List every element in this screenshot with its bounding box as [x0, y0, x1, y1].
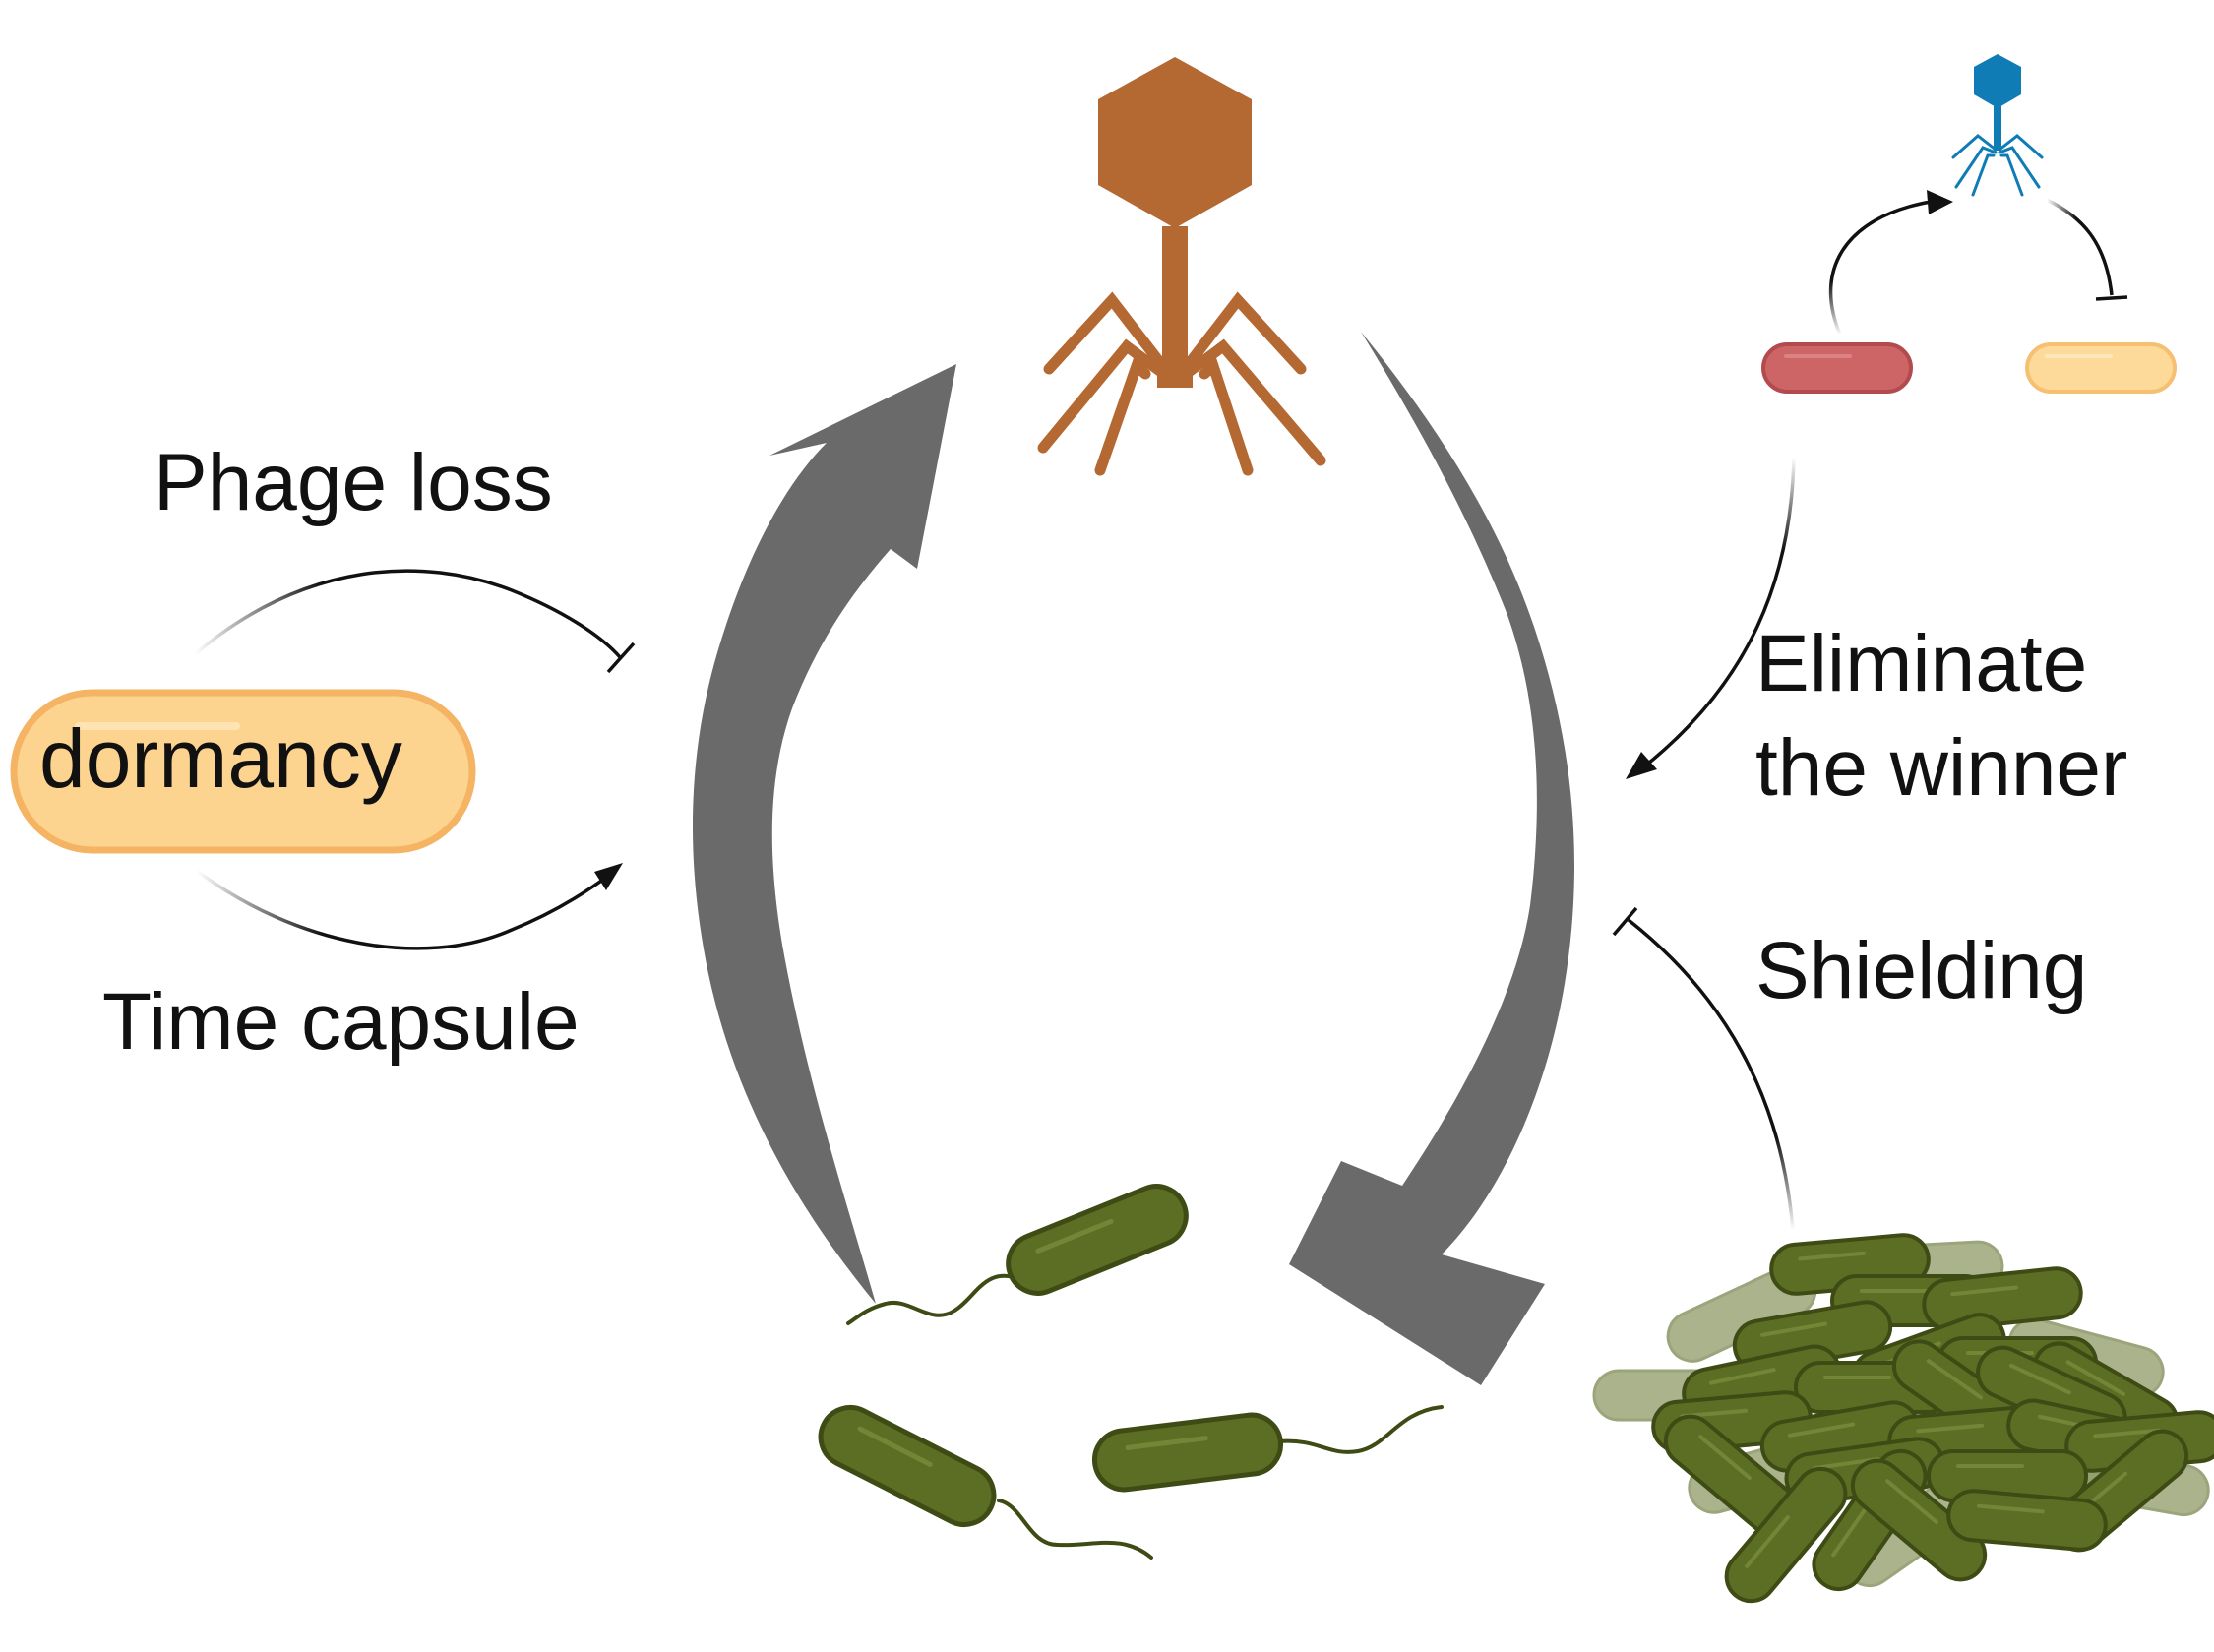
- bacterium-bottom-left: [811, 1397, 1153, 1560]
- time-capsule-label: Time capsule: [102, 977, 580, 1067]
- phage-main-icon: [1037, 57, 1326, 476]
- red-cell-icon: [1761, 342, 1913, 394]
- dormancy-label: dormancy: [39, 712, 402, 805]
- red-to-phage-arrow: [1828, 190, 1953, 336]
- phage-loss-label: Phage loss: [154, 438, 553, 527]
- eliminate-label-line2: the winner: [1755, 723, 2127, 813]
- cycle-arrow-right: [1289, 332, 1574, 1385]
- biofilm-icon: [1592, 1231, 2214, 1614]
- shielding-label: Shielding: [1755, 926, 2087, 1015]
- phage-small-icon: [1951, 54, 2044, 197]
- cycle-arrow-left: [692, 364, 956, 1304]
- dormant-cell-icon: [10, 689, 476, 854]
- bacterium-bottom-right: [1091, 1405, 1444, 1493]
- eliminate-winner-arrow: [1626, 457, 1796, 779]
- shielding-inhibition-line: [1612, 906, 1795, 1231]
- bacterium-top: [846, 1178, 1195, 1325]
- bacteria-icon: [811, 1178, 1444, 1560]
- time-capsule-arrow: [195, 863, 623, 950]
- pale-cell-icon: [2025, 342, 2177, 394]
- phage-loss-inhibition-line: [193, 569, 636, 674]
- phage-to-pale-inhibition: [2046, 198, 2128, 301]
- eliminate-label-line1: Eliminate: [1755, 619, 2087, 708]
